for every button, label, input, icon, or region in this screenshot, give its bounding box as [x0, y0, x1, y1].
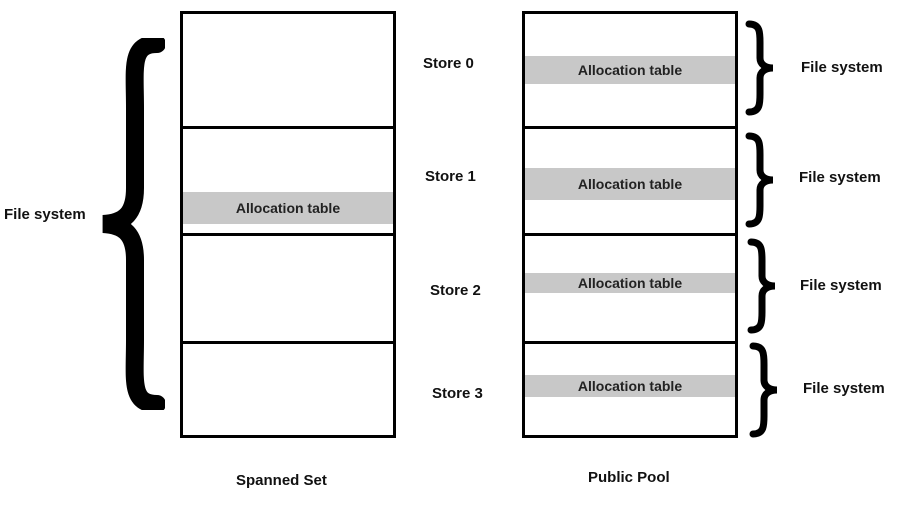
spanned-divider-1 [180, 126, 396, 129]
spanned-divider-3 [180, 341, 396, 344]
large-brace-icon [102, 38, 165, 410]
public-pool-caption: Public Pool [588, 469, 670, 486]
store-label-1: Store 1 [425, 168, 476, 185]
store-label-0: Store 0 [423, 55, 474, 72]
pool-file-system-label-0: File system [801, 59, 883, 76]
pool-file-system-label-1: File system [799, 169, 881, 186]
store-label-3: Store 3 [432, 385, 483, 402]
store-label-2: Store 2 [430, 282, 481, 299]
small-brace-icon-1 [745, 132, 774, 228]
small-brace-icon-0 [745, 20, 774, 116]
small-brace-icon-2 [747, 238, 776, 334]
pool-allocation-table-2: Allocation table [525, 273, 735, 293]
pool-divider-2 [522, 233, 738, 236]
pool-allocation-table-1: Allocation table [525, 168, 735, 200]
pool-allocation-table-0: Allocation table [525, 56, 735, 84]
spanned-set-column [180, 11, 396, 438]
spanned-divider-2 [180, 233, 396, 236]
spanned-file-system-label: File system [4, 206, 86, 223]
pool-divider-1 [522, 126, 738, 129]
pool-file-system-label-3: File system [803, 380, 885, 397]
pool-allocation-table-3: Allocation table [525, 375, 735, 397]
pool-file-system-label-2: File system [800, 277, 882, 294]
spanned-allocation-table: Allocation table [183, 192, 393, 224]
pool-divider-3 [522, 341, 738, 344]
spanned-set-caption: Spanned Set [236, 472, 327, 489]
small-brace-icon-3 [749, 342, 778, 438]
